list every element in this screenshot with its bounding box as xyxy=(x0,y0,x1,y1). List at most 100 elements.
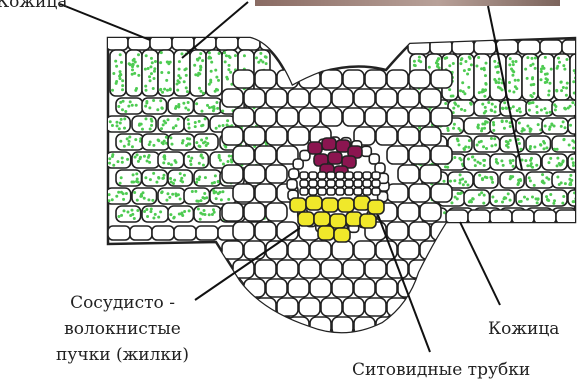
epidermis-cell xyxy=(474,40,496,54)
chloroplast xyxy=(205,137,208,140)
cambium-cell xyxy=(327,188,335,195)
chloroplast xyxy=(150,118,153,121)
chloroplast xyxy=(170,163,173,166)
chloroplast xyxy=(118,75,121,78)
chloroplast xyxy=(453,179,456,182)
midrib-parenchyma-cell xyxy=(387,108,408,126)
chloroplast xyxy=(148,143,151,146)
chloroplast xyxy=(255,56,258,59)
cambium-cell xyxy=(300,172,308,179)
chloroplast xyxy=(126,158,129,161)
chloroplast xyxy=(555,89,558,92)
spongy-cell xyxy=(168,134,194,150)
chloroplast xyxy=(459,129,462,132)
chloroplast xyxy=(146,160,149,163)
chloroplast xyxy=(265,56,268,59)
chloroplast xyxy=(119,122,122,125)
midrib-parenchyma-cell xyxy=(398,203,419,221)
chloroplast xyxy=(183,174,186,177)
midrib-parenchyma-cell xyxy=(222,317,243,335)
epidermis-cell xyxy=(540,40,562,54)
chloroplast xyxy=(458,143,461,146)
midrib-parenchyma-cell xyxy=(233,222,254,240)
midrib-parenchyma-cell xyxy=(233,184,254,202)
chloroplast xyxy=(449,180,452,183)
chloroplast xyxy=(165,79,168,82)
chloroplast xyxy=(541,173,544,176)
chloroplast xyxy=(108,193,111,196)
midrib-parenchyma-cell xyxy=(365,298,386,316)
chloroplast xyxy=(529,64,532,67)
chloroplast xyxy=(545,146,548,149)
chloroplast xyxy=(198,120,201,123)
chloroplast xyxy=(227,160,230,163)
chloroplast xyxy=(531,95,534,98)
chloroplast xyxy=(162,161,165,164)
midrib-parenchyma-cell xyxy=(321,260,342,278)
chloroplast xyxy=(196,58,199,61)
chloroplast xyxy=(177,193,180,196)
chloroplast xyxy=(111,89,114,92)
chloroplast xyxy=(143,210,146,213)
chloroplast xyxy=(198,162,201,165)
chloroplast xyxy=(509,125,512,128)
chloroplast xyxy=(224,60,227,63)
midrib-parenchyma-cell xyxy=(222,241,243,259)
midrib-parenchyma-cell xyxy=(420,127,441,145)
chloroplast xyxy=(578,193,581,196)
chloroplast xyxy=(491,181,494,184)
chloroplast xyxy=(168,196,171,199)
midrib-parenchyma-cell xyxy=(310,89,331,107)
chloroplast xyxy=(130,180,133,183)
midrib-parenchyma-cell xyxy=(431,108,452,126)
chloroplast xyxy=(122,100,125,103)
chloroplast xyxy=(512,105,515,108)
chloroplast xyxy=(174,124,177,127)
cambium-cell xyxy=(309,180,317,187)
chloroplast xyxy=(553,199,556,202)
chloroplast xyxy=(131,73,134,76)
chloroplast xyxy=(569,105,572,108)
cambium-cell xyxy=(363,180,371,187)
chloroplast xyxy=(544,81,547,84)
chloroplast xyxy=(173,179,176,182)
chloroplast xyxy=(210,70,213,73)
midrib-parenchyma-cell xyxy=(233,70,254,88)
epidermis-cell xyxy=(196,226,218,240)
chloroplast xyxy=(162,174,165,177)
chloroplast xyxy=(524,68,527,71)
chloroplast xyxy=(540,108,543,111)
midrib-parenchyma-cell xyxy=(222,89,243,107)
midrib-parenchyma-cell xyxy=(288,241,309,259)
midrib-parenchyma-cell xyxy=(310,279,331,297)
chloroplast xyxy=(145,89,148,92)
chloroplast xyxy=(505,120,508,123)
chloroplast xyxy=(528,109,531,112)
spongy-cell xyxy=(116,206,141,222)
chloroplast xyxy=(176,89,179,92)
chloroplast xyxy=(175,105,178,108)
chloroplast xyxy=(483,164,486,167)
chloroplast xyxy=(131,145,134,148)
chloroplast xyxy=(154,60,157,63)
midrib-parenchyma-cell xyxy=(266,279,287,297)
chloroplast xyxy=(444,165,447,168)
cambium-cell xyxy=(372,180,380,187)
chloroplast xyxy=(520,130,523,133)
midrib-parenchyma-cell xyxy=(376,89,397,107)
chloroplast xyxy=(459,179,462,182)
chloroplast xyxy=(491,196,494,199)
chloroplast xyxy=(121,161,124,164)
chloroplast xyxy=(530,57,533,60)
chloroplast xyxy=(208,106,211,109)
chloroplast xyxy=(545,77,548,80)
chloroplast xyxy=(444,57,447,60)
midrib-parenchyma-cell xyxy=(398,241,419,259)
chloroplast xyxy=(160,71,163,74)
chloroplast xyxy=(486,121,489,124)
chloroplast xyxy=(483,127,486,130)
chloroplast xyxy=(153,70,156,73)
chloroplast xyxy=(526,198,529,201)
chloroplast xyxy=(438,57,441,60)
chloroplast xyxy=(119,53,122,56)
